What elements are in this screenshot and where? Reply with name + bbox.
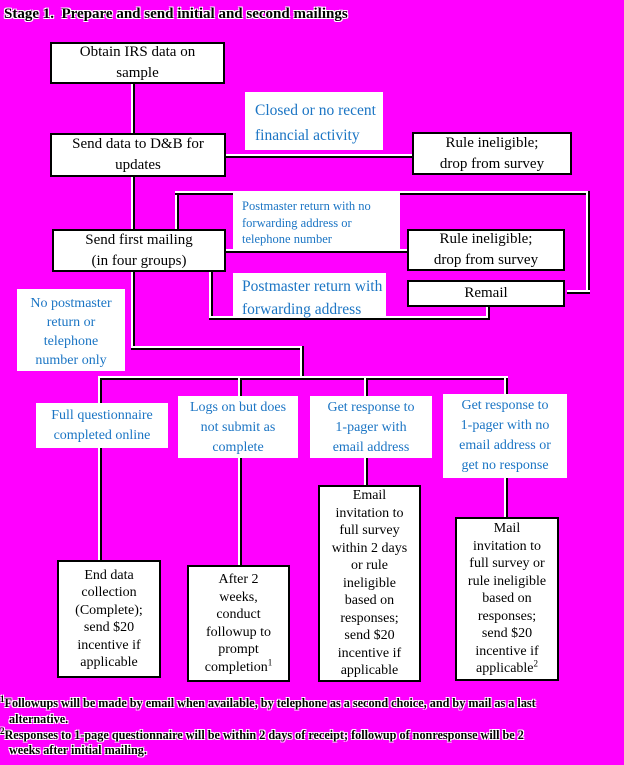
connector-obtain-to-dnb (131, 84, 135, 133)
box-send-data-dnb: Send data to D&B for updates (50, 133, 226, 177)
box-end-data-collection: End data collection (Complete); send $20… (57, 560, 161, 678)
connector-distribution-bus (98, 376, 508, 380)
box-obtain-irs-data: Obtain IRS data on sample (50, 42, 225, 84)
box-rule-ineligible-top-text: Rule ineligible; drop from survey (439, 134, 545, 172)
connector-dnb-to-first-mailing (131, 176, 135, 229)
connector-up-to-remail (486, 305, 490, 318)
box-after-two-weeks-main-text: After 2 weeks, conduct followup to promp… (204, 572, 271, 675)
connector-column2-drop (238, 378, 242, 565)
label-postmaster-no-forwarding: Postmaster return with no forwarding add… (233, 192, 400, 249)
box-obtain-irs-data-text: Obtain IRS data on sample (79, 44, 196, 81)
box-end-data-collection-text: End data collection (Complete); send $20… (75, 567, 143, 671)
box-rule-ineligible-mid: Rule ineligible; drop from survey (407, 229, 565, 271)
label-closed-no-activity: Closed or no recent financial activity (245, 92, 383, 150)
box-mail-invitation-main-text: Mail invitation to full survey or rule i… (467, 521, 547, 677)
connector-dnb-to-rule-ineligible-top (226, 154, 412, 158)
box-send-first-mailing-text: Send first mailing (in four groups) (85, 231, 193, 269)
box-remail-text: Remail (464, 285, 508, 301)
box-send-first-mailing: Send first mailing (in four groups) (52, 229, 226, 272)
box-after-two-weeks-text: After 2 weeks, conduct followup to promp… (205, 571, 273, 676)
connector-forwarding-horizontal (209, 316, 490, 320)
footnote-2-sup: 2 (0, 725, 5, 736)
connector-elbow-to-bus (300, 346, 304, 380)
box-mail-invitation-text: Mail invitation to full survey or rule i… (468, 520, 546, 678)
footnote-2-text: Responses to 1-page questionnaire will b… (4, 727, 524, 758)
footnote-ref-1: 1 (267, 656, 273, 667)
footnote-1-sup: 1 (0, 693, 5, 704)
box-email-invitation-text: Email invitation to full survey within 2… (331, 488, 408, 679)
diagram-title: Stage 1. Prepare and send initial and se… (4, 6, 348, 22)
label-full-questionnaire: Full questionnaire completed online (36, 403, 168, 448)
footnotes: 1Followups will be made by email when av… (0, 693, 624, 760)
box-rule-ineligible-mid-text: Rule ineligible; drop from survey (433, 231, 539, 268)
box-mail-invitation: Mail invitation to full survey or rule i… (455, 517, 559, 681)
footnote-2: 2Responses to 1-page questionnaire will … (0, 725, 624, 760)
footnote-1-text: Followups will be made by email when ava… (4, 696, 536, 726)
connector-remail-loop-right (586, 191, 590, 294)
box-after-two-weeks: After 2 weeks, conduct followup to promp… (187, 565, 290, 682)
connector-main-elbow (131, 346, 304, 350)
connector-remail-loop-into-remail (567, 290, 590, 294)
label-logs-on: Logs on but does not submit as complete (178, 396, 298, 458)
label-response-with-email: Get response to 1-pager with email addre… (310, 396, 432, 458)
footnote-1: 1Followups will be made by email when av… (0, 693, 624, 728)
footnote-ref-2: 2 (533, 658, 539, 669)
connector-first-mailing-down (209, 272, 213, 320)
connector-first-mailing-to-rule-ineligible-mid (226, 249, 407, 253)
connector-remail-loop-left-drop (175, 191, 179, 229)
label-postmaster-forwarding: Postmaster return with forwarding addres… (233, 273, 386, 318)
box-email-invitation: Email invitation to full survey within 2… (318, 485, 421, 682)
connector-first-mailing-main-drop (131, 272, 135, 350)
label-response-no-email: Get response to 1-pager with no email ad… (443, 394, 567, 478)
box-rule-ineligible-top: Rule ineligible; drop from survey (412, 132, 572, 175)
box-remail: Remail (407, 280, 565, 307)
box-send-data-dnb-text: Send data to D&B for updates (72, 136, 204, 173)
label-no-postmaster-return: No postmaster return or telephone number… (17, 289, 125, 371)
connector-column1-drop (98, 378, 102, 560)
